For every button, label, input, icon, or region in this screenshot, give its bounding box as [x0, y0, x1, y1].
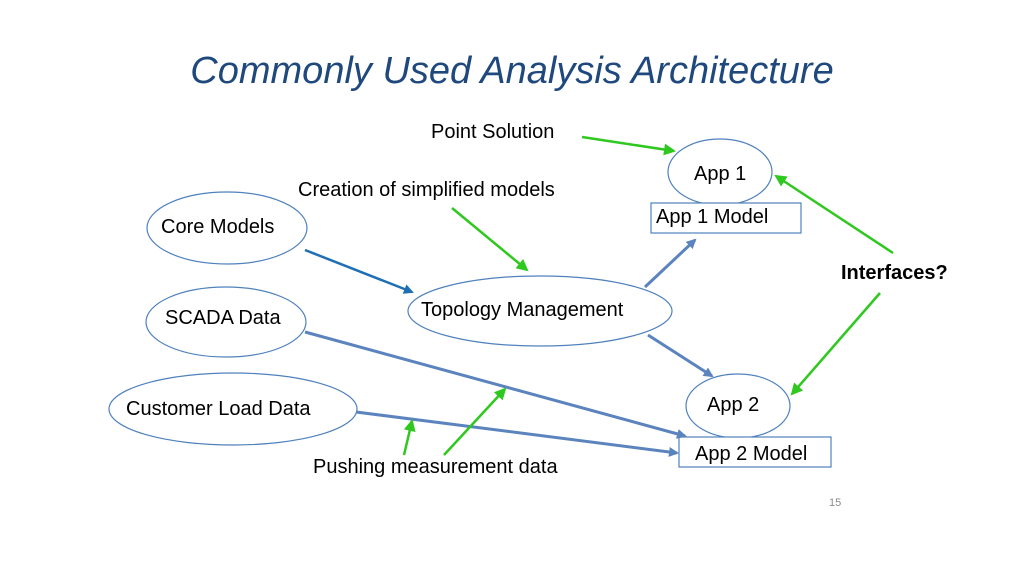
slide-title: Commonly Used Analysis Architecture	[190, 50, 834, 92]
scada-data-ellipse	[145, 286, 307, 358]
pushing-data-arrow-left	[402, 419, 416, 456]
scada-data-label: SCADA Data	[165, 307, 281, 329]
customer-load-data-ellipse	[108, 372, 358, 446]
interfaces-to-app2-arrow	[790, 292, 881, 396]
topology-to-app1-arrow	[643, 238, 697, 289]
core-models-label: Core Models	[161, 216, 275, 238]
customer-to-app2model-arrow	[355, 410, 679, 457]
scada-to-app2model-arrow	[304, 330, 687, 439]
customer-load-data-label: Customer Load Data	[126, 398, 311, 420]
point-solution-arrow	[581, 135, 676, 156]
app1-label: App 1	[694, 163, 747, 185]
interfaces-label: Interfaces?	[841, 262, 948, 284]
page-number: 15	[829, 497, 842, 509]
pushing-data-arrow-right	[443, 387, 507, 456]
interfaces-to-app1-arrow	[774, 174, 894, 255]
creation-models-arrow	[451, 207, 529, 272]
pushing-data-label: Pushing measurement data	[313, 456, 558, 478]
core-models-ellipse	[146, 191, 308, 265]
topology-management-label: Topology Management	[421, 299, 624, 321]
point-solution-label: Point Solution	[431, 121, 555, 143]
creation-models-label: Creation of simplified models	[298, 179, 555, 201]
topology-to-app2-arrow	[647, 333, 714, 378]
app1-model-label: App 1 Model	[656, 206, 769, 228]
app1-model-box	[650, 202, 802, 234]
app2-model-box	[678, 436, 832, 468]
app2-model-label: App 2 Model	[695, 443, 808, 465]
core-to-topology-arrow	[304, 248, 414, 294]
app2-label: App 2	[707, 394, 760, 416]
topology-management-ellipse	[407, 275, 673, 347]
